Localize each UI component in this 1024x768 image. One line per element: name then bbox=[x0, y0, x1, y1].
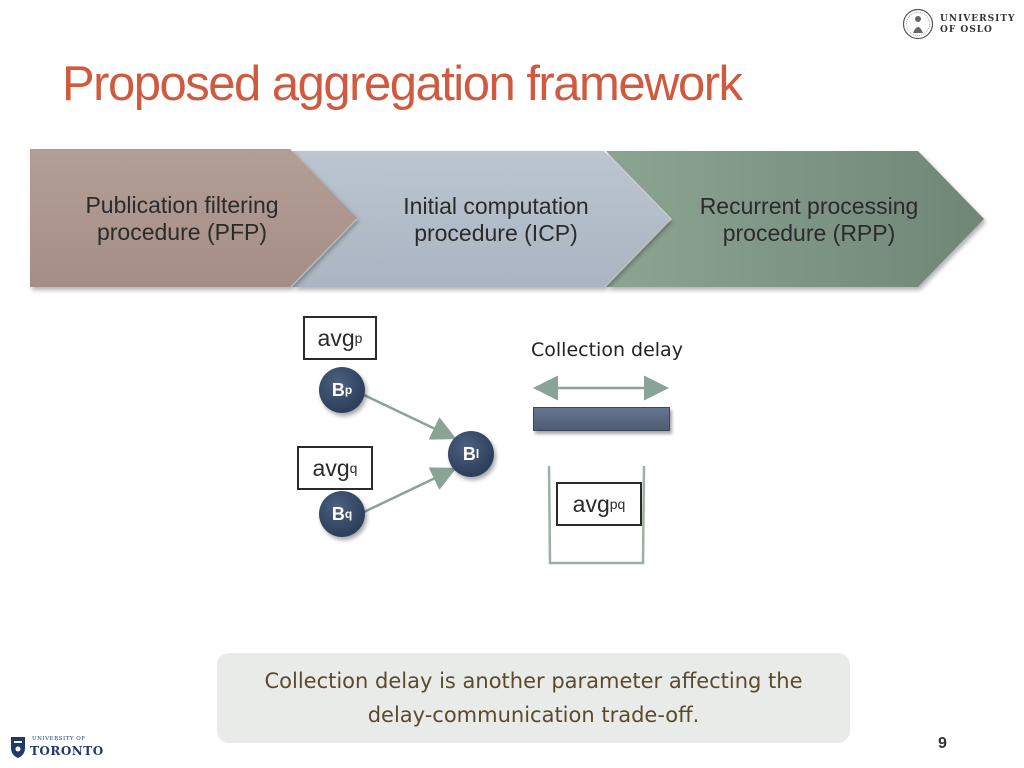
node-bl-base: B bbox=[462, 443, 476, 464]
uio-logo: UNIVERSITY OF OSLO bbox=[902, 8, 1014, 40]
collection-delay-label: Collection delay bbox=[531, 339, 683, 361]
node-bp-sub: p bbox=[344, 383, 353, 397]
avg-p-base: avg bbox=[317, 324, 355, 351]
avg-pq-base: avg bbox=[572, 490, 610, 517]
stage-pfp-line2: procedure (PFP) bbox=[96, 219, 267, 245]
stage-rpp-line1: Recurrent processing bbox=[699, 193, 919, 219]
stage-pfp-shape bbox=[30, 149, 357, 287]
stage-rpp-line2: procedure (RPP) bbox=[722, 220, 896, 246]
stage-icp-line2: procedure (ICP) bbox=[414, 220, 578, 246]
stage-pfp-line1: Publication filtering bbox=[85, 192, 279, 218]
uio-wordmark-bottom: OF OSLO bbox=[940, 25, 993, 35]
node-bq-sub: q bbox=[344, 507, 353, 521]
callout-line1: Collection delay is another parameter af… bbox=[264, 669, 803, 693]
avg-pq-sub: pq bbox=[609, 496, 626, 512]
uio-wordmark-top: UNIVERSITY bbox=[940, 14, 1016, 24]
node-bp-base: B bbox=[331, 379, 345, 400]
stage-icp-shape bbox=[292, 151, 670, 287]
uoft-wordmark-small: UNIVERSITY OF bbox=[32, 736, 86, 742]
page-number: 9 bbox=[938, 735, 947, 752]
collection-delay-bar bbox=[533, 407, 670, 431]
avg-q-sub: q bbox=[349, 460, 358, 476]
stage-rpp-shape bbox=[606, 151, 984, 287]
uio-wordmark: UNIVERSITY OF OSLO bbox=[940, 14, 1020, 36]
stage-pfp-label: Publication filtering procedure (PFP) bbox=[62, 192, 302, 246]
uoft-logo: UNIVERSITY OF TORONTO bbox=[8, 734, 103, 762]
node-bq-base: B bbox=[331, 503, 345, 524]
uoft-wordmark-big: TORONTO bbox=[30, 744, 104, 758]
node-bl-sub: l bbox=[475, 447, 480, 461]
stage-icp-line1: Initial computation bbox=[403, 193, 589, 219]
callout-box: Collection delay is another parameter af… bbox=[217, 653, 850, 743]
uio-seal-icon bbox=[902, 8, 934, 40]
uoft-crest-icon bbox=[11, 737, 25, 758]
avg-q-base: avg bbox=[312, 454, 350, 481]
edge-bq-bl bbox=[363, 467, 457, 514]
edge-bp-bl bbox=[363, 393, 457, 440]
collection-bucket bbox=[547, 465, 646, 565]
slide-title: Proposed aggregation framework bbox=[62, 57, 743, 111]
stage-rpp-label: Recurrent processing procedure (RPP) bbox=[676, 193, 942, 247]
stage-icp-label: Initial computation procedure (ICP) bbox=[376, 193, 616, 247]
callout-line2: delay-communication trade-off. bbox=[367, 703, 700, 727]
avg-p-sub: p bbox=[354, 330, 363, 346]
